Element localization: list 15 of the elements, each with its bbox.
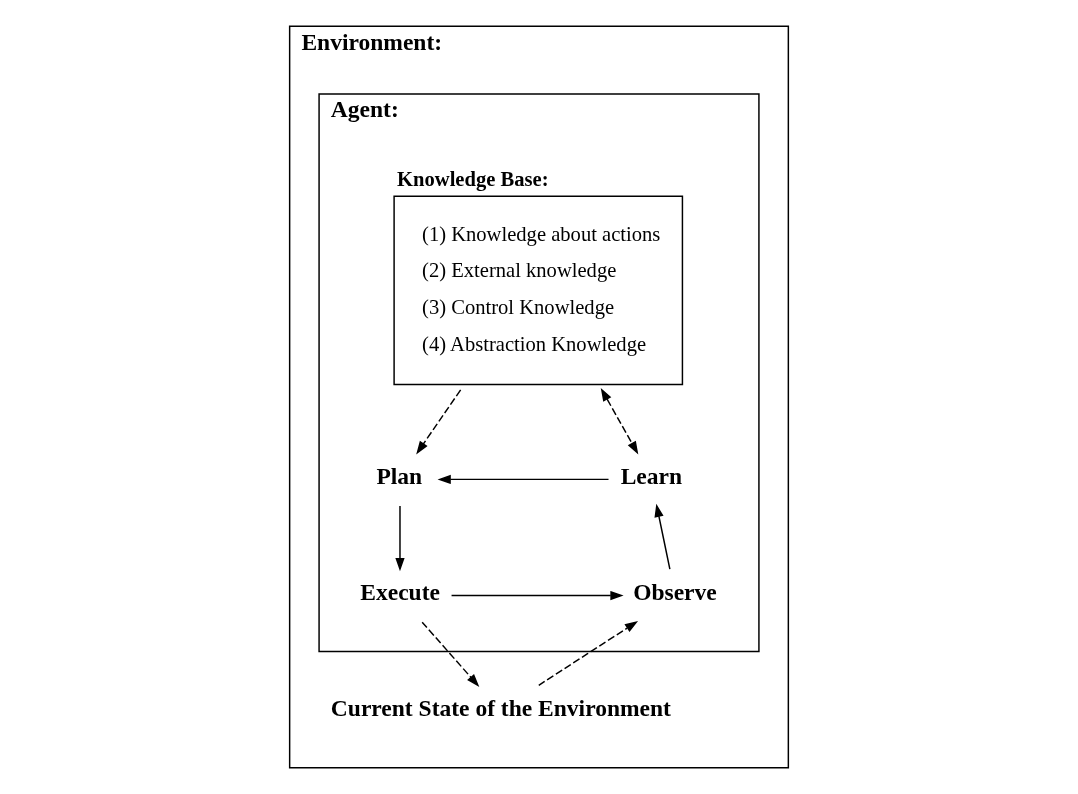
arrow bbox=[654, 503, 671, 570]
node-box: (1) Knowledge about actions (2) External knowledge (3) Control Knowledge (4) Abstraction Knowledge bbox=[393, 195, 684, 386]
node-text: Plan bbox=[376, 462, 423, 489]
arrow bbox=[416, 389, 462, 455]
arrow bbox=[538, 621, 639, 686]
arrow bbox=[395, 505, 405, 572]
arrow bbox=[437, 474, 610, 484]
arrow bbox=[600, 387, 639, 455]
node-text: Execute bbox=[360, 578, 440, 605]
node-text: Current State of the Environment bbox=[330, 694, 671, 721]
arrow bbox=[450, 590, 624, 601]
node-text: Observe bbox=[633, 578, 717, 605]
node-text: Learn bbox=[620, 462, 683, 489]
node-label: Knowledge Base: bbox=[397, 168, 549, 191]
arrow bbox=[421, 621, 480, 687]
